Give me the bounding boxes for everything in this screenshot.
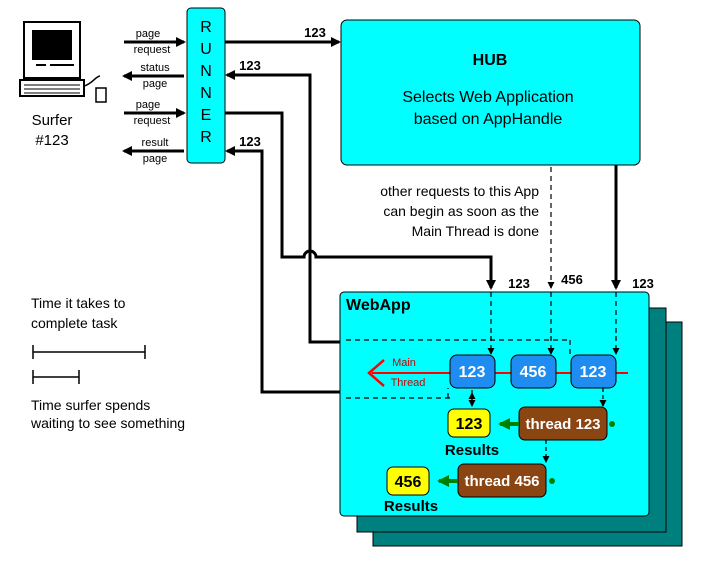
webapp-box — [339, 291, 650, 517]
queue-item-label: 123 — [459, 364, 486, 381]
main-thread-arrowhead — [367, 359, 385, 387]
thread-origin-dot — [549, 478, 555, 484]
note-text: other requests to this App — [380, 183, 539, 199]
surfer-label: Surfer — [32, 112, 73, 129]
webapp-request-id: 123 — [632, 276, 654, 291]
result-box — [447, 408, 491, 438]
queue-item — [449, 354, 496, 389]
thread-label: thread 123 — [525, 416, 600, 433]
runner-letter: R — [200, 19, 212, 36]
hub-box — [340, 19, 641, 166]
legend-wait-text: waiting to see something — [30, 415, 185, 431]
webapp-dashed-routes — [346, 292, 617, 399]
main-thread-label: Main — [392, 357, 416, 369]
note-text: can begin as soon as the — [383, 203, 539, 219]
main-thread-label: Thread — [391, 377, 426, 389]
queue-item-label: 456 — [520, 364, 547, 381]
webapp-request-id: 456 — [561, 272, 583, 287]
queue-item — [510, 354, 557, 389]
runner-box — [186, 7, 226, 164]
result-box — [386, 466, 430, 496]
result-label: 123 — [456, 416, 483, 433]
results-caption: Results — [384, 498, 438, 515]
status-page-label: page — [143, 78, 167, 90]
runner-letter: U — [200, 41, 212, 58]
runner-letter: R — [200, 129, 212, 146]
runner-to-webapp-arrow — [225, 111, 496, 290]
hub-desc: Selects Web Application — [402, 89, 573, 106]
result-page-label: result — [142, 137, 169, 149]
page-request-label: page — [136, 28, 160, 40]
results-caption: Results — [445, 442, 499, 459]
page-request-label: request — [134, 44, 171, 56]
page-request-label: page — [136, 99, 160, 111]
webapp-request-id: 123 — [508, 276, 530, 291]
hub-title: HUB — [473, 52, 508, 69]
runner-letter: E — [201, 107, 212, 124]
hub-request-id: 123 — [304, 25, 326, 40]
legend-task-bar — [32, 345, 146, 359]
queue-item-label: 123 — [580, 364, 607, 381]
thread-origin-dot — [609, 421, 615, 427]
runner-letter: N — [200, 63, 212, 80]
note-text: Main Thread is done — [412, 223, 540, 239]
status-return-id: 123 — [239, 58, 261, 73]
result-page-label: page — [143, 153, 167, 165]
status-return-arrow — [225, 70, 346, 344]
result-label: 456 — [395, 474, 422, 491]
surfer-id: #123 — [35, 132, 68, 149]
webapp-title: WebApp — [346, 297, 411, 314]
hub-desc: based on AppHandle — [414, 111, 563, 128]
legend-task-text: Time it takes to — [31, 295, 126, 311]
result-return-arrow — [225, 146, 346, 394]
runner-letter: N — [200, 85, 212, 102]
page-request-label: request — [134, 115, 171, 127]
legend-wait-text: Time surfer spends — [31, 397, 150, 413]
thread-label: thread 456 — [464, 473, 539, 490]
result-return-id: 123 — [239, 134, 261, 149]
legend-task-text: complete task — [31, 315, 118, 331]
legend-wait-bar — [32, 370, 80, 384]
computer-icon — [19, 21, 107, 103]
queue-item — [570, 354, 617, 389]
status-page-label: status — [140, 62, 170, 74]
